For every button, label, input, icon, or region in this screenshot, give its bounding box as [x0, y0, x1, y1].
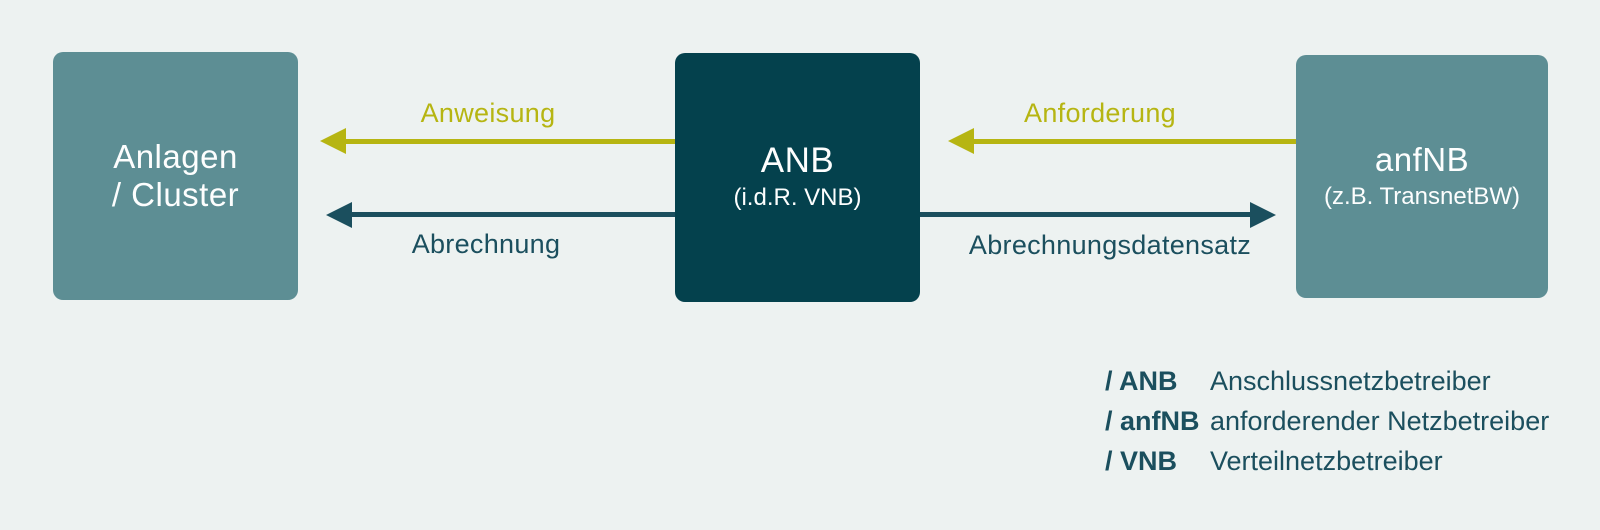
arrowhead-left-icon [326, 202, 352, 228]
legend-row-vnb: / VNB Verteilnetzbetreiber [1105, 446, 1549, 477]
legend-definition: anforderender Netzbetreiber [1210, 406, 1550, 436]
flow-label-abrechnungsdatensatz: Abrechnungsdatensatz [968, 230, 1252, 260]
flow-label-anweisung: Anweisung [420, 98, 556, 128]
node-anfnb-title: anfNB [1374, 140, 1470, 178]
flow-label-anforderung: Anforderung [1024, 98, 1176, 128]
arrowhead-right-icon [1250, 202, 1276, 228]
arrow-line-abrechnung [352, 212, 675, 217]
node-anlagen-line2: / Cluster [111, 176, 240, 213]
legend-term: / anfNB [1105, 406, 1200, 436]
node-anb-title: ANB [760, 140, 835, 180]
node-anfnb-subtitle: (z.B. TransnetBW) [1323, 182, 1521, 210]
legend: / ANB Anschlussnetzbetreiber / anfNB anf… [1105, 366, 1549, 477]
arrowhead-left-icon [320, 128, 346, 154]
flow-label-abrechnung: Abrechnung [411, 229, 561, 259]
arrow-line-anweisung [346, 139, 675, 144]
legend-term: / VNB [1105, 446, 1178, 476]
legend-row-anfnb: / anfNB anforderender Netzbetreiber [1105, 406, 1549, 437]
node-anfnb: anfNB (z.B. TransnetBW) [1296, 55, 1548, 298]
legend-definition: Anschlussnetzbetreiber [1210, 366, 1491, 396]
node-anlagen-line1: Anlagen [113, 138, 238, 175]
node-anlagen-cluster: Anlagen / Cluster [53, 52, 298, 300]
node-anb: ANB (i.d.R. VNB) [675, 53, 920, 302]
legend-row-anb: / ANB Anschlussnetzbetreiber [1105, 366, 1549, 397]
arrow-line-anforderung [974, 139, 1296, 144]
node-anb-subtitle: (i.d.R. VNB) [733, 183, 862, 211]
arrowhead-left-icon [948, 128, 974, 154]
arrow-line-abrechnungsdatensatz [920, 212, 1250, 217]
legend-definition: Verteilnetzbetreiber [1210, 446, 1443, 476]
legend-term: / ANB [1105, 366, 1178, 396]
